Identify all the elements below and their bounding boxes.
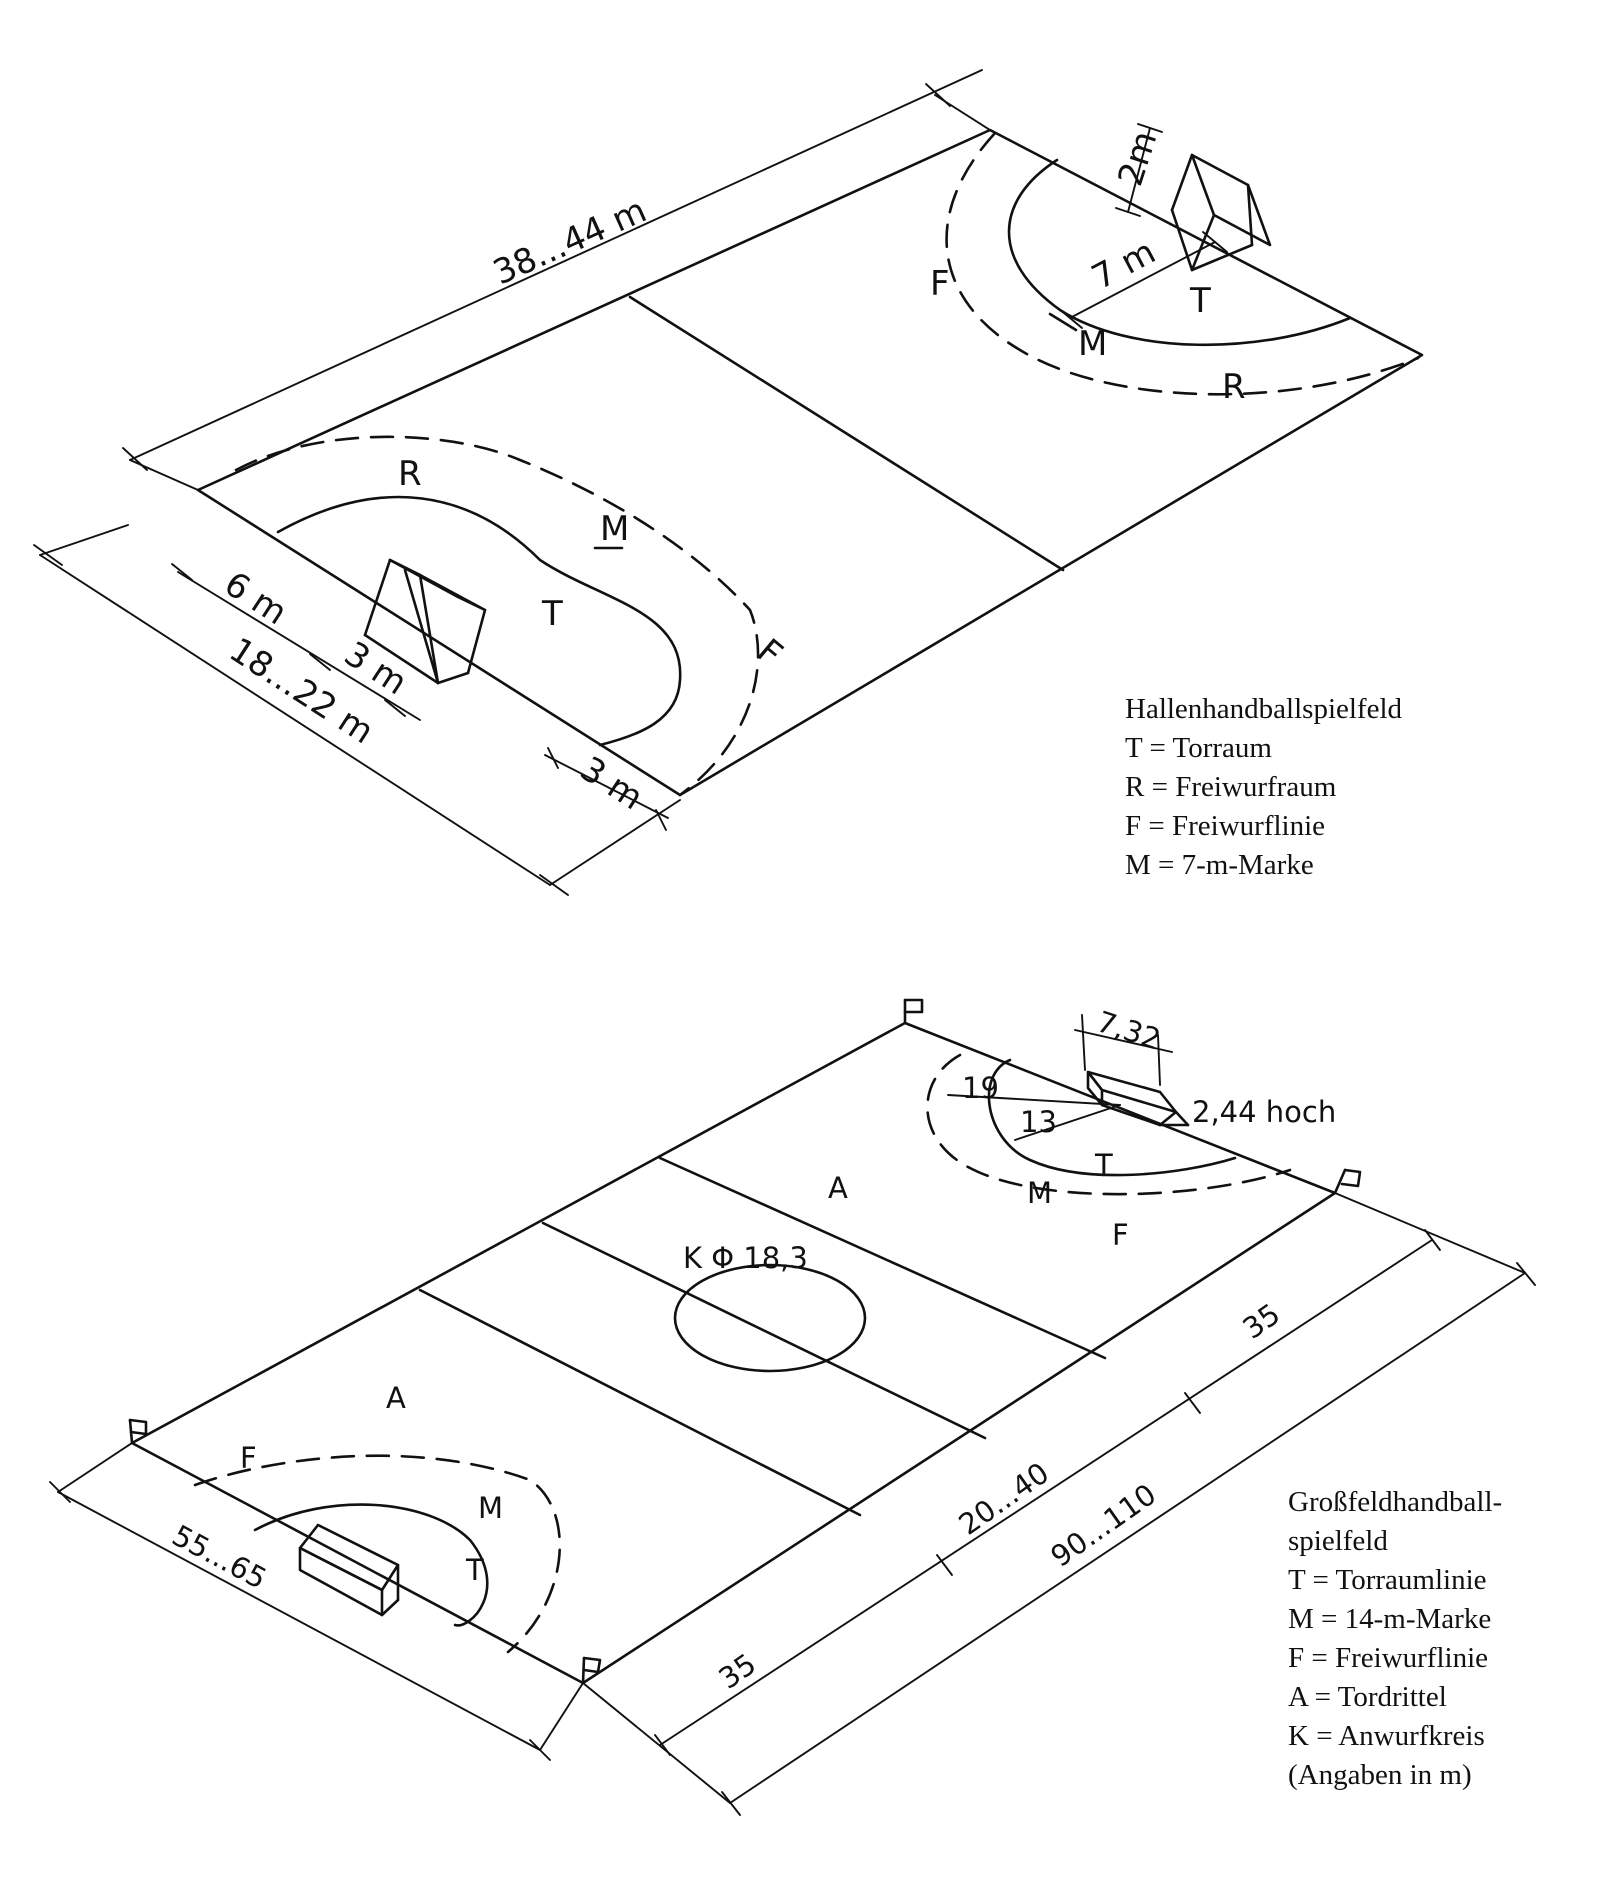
indoor-legend-line: T = Torraum: [1125, 732, 1272, 764]
indoor-width-dimension: [39, 554, 551, 886]
near-zone-r-label: R: [398, 454, 422, 494]
field-handball-legend: Großfeldhandball- spielfeld T = Torrauml…: [1288, 1483, 1502, 1795]
corner-flag-far-right: [1333, 1168, 1362, 1195]
near-third-label: 35: [713, 1647, 763, 1696]
field-legend-title-cont: spielfeld: [1288, 1525, 1388, 1557]
near-zone-t-label: T: [541, 594, 563, 634]
near-zone-t-label-gross: T: [465, 1553, 484, 1587]
far-third-label: 35: [1237, 1297, 1287, 1346]
indoor-field-legend: Hallenhandballspielfeld T = Torraum R = …: [1125, 690, 1402, 885]
center-line: [541, 1221, 987, 1440]
far-goal-gross: [1086, 1070, 1190, 1127]
near-free-throw-line-gross: [193, 1454, 562, 1654]
radius-inner-label: 13: [1020, 1105, 1057, 1139]
corner-flag-near-right: [581, 1656, 602, 1685]
goal-area-radius-label: 6 m: [217, 564, 294, 633]
goal-width-label-gross: 7,32: [1093, 1004, 1165, 1056]
sections-dimension-gross: [659, 1239, 1433, 1746]
far-zone-a-label: A: [828, 1171, 848, 1205]
far-zone-t-label-gross: T: [1094, 1148, 1113, 1182]
far-goal: [1170, 153, 1272, 272]
field-legend-line: (Angaben in m): [1288, 1759, 1472, 1791]
middle-label: 20...40: [953, 1456, 1056, 1542]
third-line-near: [418, 1288, 862, 1517]
far-zone-f-label: F: [930, 264, 950, 304]
field-legend-line: A = Tordrittel: [1288, 1681, 1447, 1713]
indoor-legend-line: R = Freiwurfraum: [1125, 771, 1337, 803]
free-throw-gap-label: 3 m: [573, 749, 650, 818]
near-goal-gross: [298, 1523, 400, 1617]
indoor-legend-line: M = 7-m-Marke: [1125, 849, 1314, 881]
field-legend-line: T = Torraumlinie: [1288, 1564, 1487, 1596]
goal-area-dimension: [177, 571, 421, 721]
center-circle: [673, 1263, 867, 1373]
corner-flag-far-left: [903, 998, 924, 1025]
near-zone-m-label: M: [600, 509, 629, 549]
center-circle-label: K Φ 18,3: [683, 1241, 808, 1275]
far-zone-f-label-gross: F: [1112, 1218, 1129, 1252]
near-zone-a-label: A: [386, 1381, 406, 1415]
far-zone-m-label-gross: M: [1027, 1176, 1052, 1210]
field-legend-line: F = Freiwurflinie: [1288, 1642, 1488, 1674]
goal-height-label-gross: 2,44 hoch: [1192, 1095, 1336, 1129]
length-label-gross: 90...110: [1045, 1477, 1163, 1574]
indoor-center-line: [628, 295, 1065, 572]
penalty-distance-dimension: [1069, 241, 1216, 319]
indoor-legend-line: F = Freiwurflinie: [1125, 810, 1325, 842]
near-zone-f-label-gross: F: [240, 1441, 257, 1475]
free-throw-gap-dimension: [544, 754, 669, 819]
field-legend-line: M = 14-m-Marke: [1288, 1603, 1492, 1635]
far-free-throw-line-gross: [926, 1053, 1292, 1196]
indoor-length-label: 38...44 m: [487, 190, 652, 293]
field-legend-title: Großfeldhandball-: [1288, 1486, 1503, 1518]
goal-height-dimension: [1127, 127, 1151, 213]
penalty-distance-label: 7 m: [1085, 232, 1162, 298]
length-dimension-gross: [729, 1272, 1526, 1804]
far-goal-area-line-gross: [987, 1058, 1237, 1177]
near-zone-f-label: F: [749, 631, 790, 674]
near-zone-m-label-gross: M: [478, 1491, 503, 1525]
field-legend-line: K = Anwurfkreis: [1288, 1720, 1485, 1752]
near-goal-area-line-gross: [253, 1503, 489, 1627]
far-zone-m-label: M: [1078, 324, 1107, 364]
radius-outer-label: 19: [962, 1071, 999, 1105]
near-goal: [363, 558, 487, 685]
indoor-field-boundary: [196, 128, 1424, 797]
far-zone-r-label: R: [1222, 367, 1246, 407]
width-dimension-gross: [57, 1491, 541, 1751]
indoor-legend-title: Hallenhandballspielfeld: [1125, 693, 1403, 725]
far-zone-t-label: T: [1189, 281, 1211, 321]
near-goal-area-line: [276, 495, 682, 747]
goal-height-label: 2m: [1111, 126, 1166, 190]
corner-flag-near-left: [128, 1418, 148, 1445]
near-free-throw-line: [234, 435, 760, 797]
far-free-throw-line: [945, 131, 1420, 396]
indoor-length-dimension: [129, 69, 983, 461]
third-line-far: [658, 1156, 1107, 1360]
